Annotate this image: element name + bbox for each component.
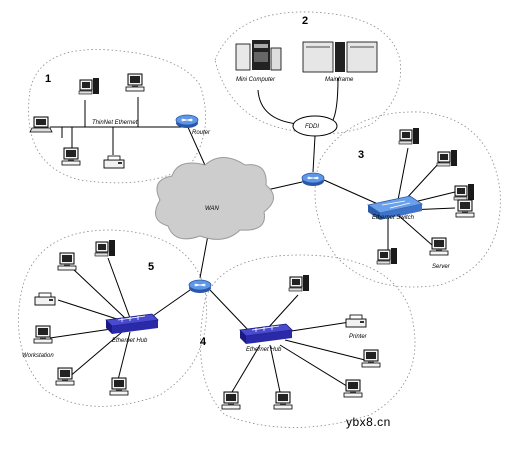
mini-computer-icon bbox=[235, 40, 282, 71]
pc-icon bbox=[361, 349, 381, 368]
zone-4-devices: Ethernet Hub Printer bbox=[221, 274, 381, 410]
zone-3-devices: Ethernet Switch Server bbox=[366, 127, 475, 270]
zone-4-outline bbox=[200, 254, 416, 428]
router-label: Router bbox=[192, 130, 211, 136]
mainframe-label: Mainframe bbox=[325, 77, 354, 83]
printer-icon bbox=[34, 292, 56, 306]
zone-number-5: 5 bbox=[148, 261, 154, 273]
pc-icon bbox=[61, 147, 81, 166]
pc-icon bbox=[78, 77, 100, 95]
router-icon bbox=[188, 279, 212, 294]
fddi-ring-icon: FDDI bbox=[292, 115, 338, 137]
pc-icon bbox=[125, 73, 145, 92]
workstation-icon bbox=[33, 325, 53, 344]
printer-label: Printer bbox=[349, 334, 368, 340]
router-icon bbox=[301, 172, 325, 187]
wan-cloud-icon: WAN bbox=[155, 157, 274, 240]
pc-icon bbox=[57, 252, 77, 271]
hub-icon bbox=[239, 323, 293, 344]
zone-number-3: 3 bbox=[358, 149, 364, 161]
workstation-label: Workstation bbox=[22, 353, 54, 359]
zone-number-4: 4 bbox=[200, 336, 207, 348]
zone-outlines bbox=[18, 11, 501, 428]
wan-label: WAN bbox=[205, 206, 220, 212]
zone-number-1: 1 bbox=[45, 73, 51, 85]
server-label: Server bbox=[432, 264, 451, 270]
mini-computer-label: Mini Computer bbox=[236, 77, 276, 83]
zone-1-devices: ThinNet Ethernet Router bbox=[29, 73, 211, 169]
watermark: ybx8.cn bbox=[346, 415, 391, 429]
zone-5-devices: Ethernet Hub Workstation bbox=[22, 239, 212, 396]
printer-icon bbox=[345, 314, 367, 328]
switch-icon bbox=[366, 195, 424, 220]
router-icon bbox=[175, 114, 199, 129]
zone-3-outline bbox=[314, 111, 501, 288]
pc-icon bbox=[436, 149, 458, 167]
ethernet-hub-4-label: Ethernet Hub bbox=[246, 347, 282, 353]
fddi-label: FDDI bbox=[305, 124, 319, 130]
pc-icon bbox=[221, 391, 241, 410]
pc-icon bbox=[398, 127, 420, 145]
zone-2-outline bbox=[214, 11, 402, 135]
laptop-icon bbox=[29, 116, 53, 133]
pc-icon bbox=[455, 199, 475, 218]
pc-icon bbox=[453, 183, 475, 201]
hub-icon bbox=[105, 313, 159, 334]
pc-icon bbox=[273, 391, 293, 410]
mainframe-icon bbox=[302, 41, 378, 73]
zone-number-2: 2 bbox=[302, 15, 308, 27]
server-icon bbox=[376, 247, 398, 265]
pc-icon bbox=[343, 379, 363, 398]
zone-2-devices: Mini Computer Mainframe FDDI bbox=[235, 40, 378, 187]
printer-icon bbox=[103, 155, 125, 169]
ethernet-hub-5-label: Ethernet Hub bbox=[112, 338, 148, 344]
thinnet-label: ThinNet Ethernet bbox=[92, 120, 138, 126]
pc-icon bbox=[429, 237, 449, 256]
zone-1-outline bbox=[28, 49, 206, 184]
ethernet-switch-label: Ethernet Switch bbox=[372, 215, 415, 221]
pc-icon bbox=[288, 274, 310, 292]
pc-icon bbox=[94, 239, 116, 257]
pc-icon bbox=[55, 367, 75, 386]
pc-icon bbox=[109, 377, 129, 396]
